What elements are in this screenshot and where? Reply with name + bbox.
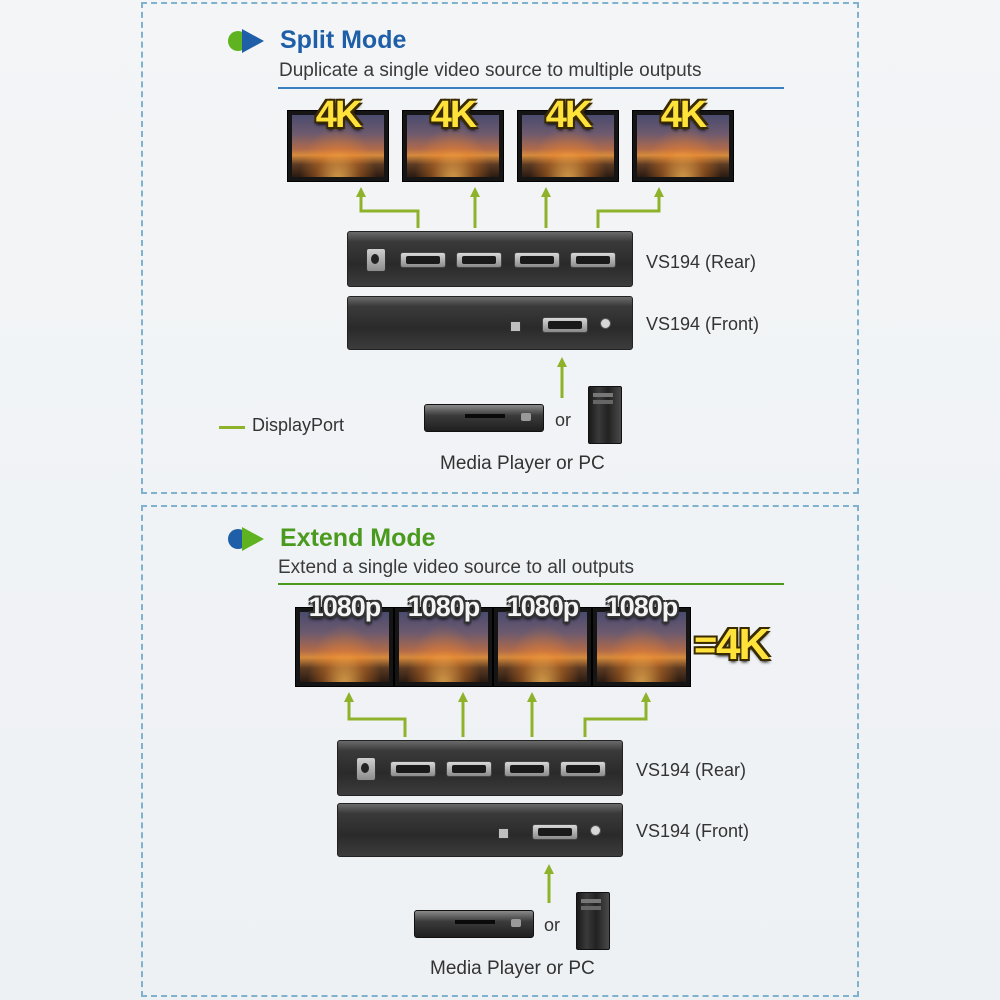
displayport-out-3 — [504, 761, 550, 777]
displayport-out-4 — [570, 252, 616, 268]
displayport-legend-label: DisplayPort — [252, 415, 345, 435]
extend-mode-rule — [278, 583, 784, 585]
displayport-out-1 — [390, 761, 436, 777]
extend-vs194-front — [337, 803, 623, 857]
displayport-out-1 — [400, 252, 446, 268]
power-jack — [356, 757, 376, 781]
extend-front-label: VS194 (Front) — [636, 821, 750, 841]
split-front-label: VS194 (Front) — [646, 314, 760, 334]
power-jack — [366, 248, 386, 272]
split-vs194-rear — [347, 231, 633, 287]
split-monitor-2 — [402, 110, 504, 182]
displayport-legend-line — [219, 426, 245, 429]
extend-monitor-2-label: 1080p — [407, 592, 481, 622]
split-monitor-3-label: 4K — [545, 94, 593, 136]
split-mode-panel — [141, 2, 859, 494]
displayport-in — [532, 824, 578, 840]
split-mode-heading: Split Mode — [228, 26, 406, 55]
extend-monitor-1 — [295, 607, 394, 687]
displayport-in — [542, 317, 588, 333]
media-player-icon — [414, 910, 534, 938]
extend-result-label: 4K — [716, 620, 770, 669]
split-mode-rule — [278, 87, 784, 89]
extend-monitor-4-label: 1080p — [605, 592, 679, 622]
split-monitor-2-label: 4K — [430, 94, 478, 136]
split-mode-title: Split Mode — [280, 26, 407, 54]
split-rear-label: VS194 (Rear) — [646, 252, 757, 272]
extend-mode-panel — [141, 505, 859, 997]
split-monitor-4-label: 4K — [660, 94, 708, 136]
pc-tower-icon — [576, 892, 610, 950]
circle-arrow-icon — [228, 27, 274, 55]
split-monitor-3 — [517, 110, 619, 182]
extend-monitor-1-label: 1080p — [308, 592, 382, 622]
extend-rear-label: VS194 (Rear) — [636, 760, 747, 780]
split-vs194-front — [347, 296, 633, 350]
split-or-text: or — [555, 410, 572, 430]
pc-tower-icon — [588, 386, 622, 444]
equals-sign: = — [694, 623, 718, 667]
extend-monitor-3-label: 1080p — [506, 592, 580, 622]
extend-monitor-2 — [394, 607, 493, 687]
extend-mode-heading: Extend Mode — [228, 524, 436, 553]
split-monitor-1 — [287, 110, 389, 182]
split-monitor-4 — [632, 110, 734, 182]
displayport-out-4 — [560, 761, 606, 777]
media-player-icon — [424, 404, 544, 432]
split-source-caption: Media Player or PC — [440, 453, 605, 474]
displayport-out-3 — [514, 252, 560, 268]
status-led — [590, 825, 601, 836]
extend-source-caption: Media Player or PC — [430, 958, 595, 979]
displayport-out-2 — [456, 252, 502, 268]
displayport-out-2 — [446, 761, 492, 777]
extend-mode-subtitle: Extend a single video source to all outp… — [278, 557, 634, 578]
extend-monitor-4 — [592, 607, 691, 687]
extend-vs194-rear — [337, 740, 623, 796]
split-monitor-1-label: 4K — [315, 94, 363, 136]
circle-arrow-icon — [228, 525, 274, 553]
status-led — [600, 318, 611, 329]
mode-switch — [510, 321, 521, 332]
split-mode-subtitle: Duplicate a single video source to multi… — [279, 60, 702, 81]
extend-monitor-3 — [493, 607, 592, 687]
extend-mode-title: Extend Mode — [280, 524, 436, 552]
mode-switch — [498, 828, 509, 839]
extend-or-text: or — [544, 915, 561, 935]
